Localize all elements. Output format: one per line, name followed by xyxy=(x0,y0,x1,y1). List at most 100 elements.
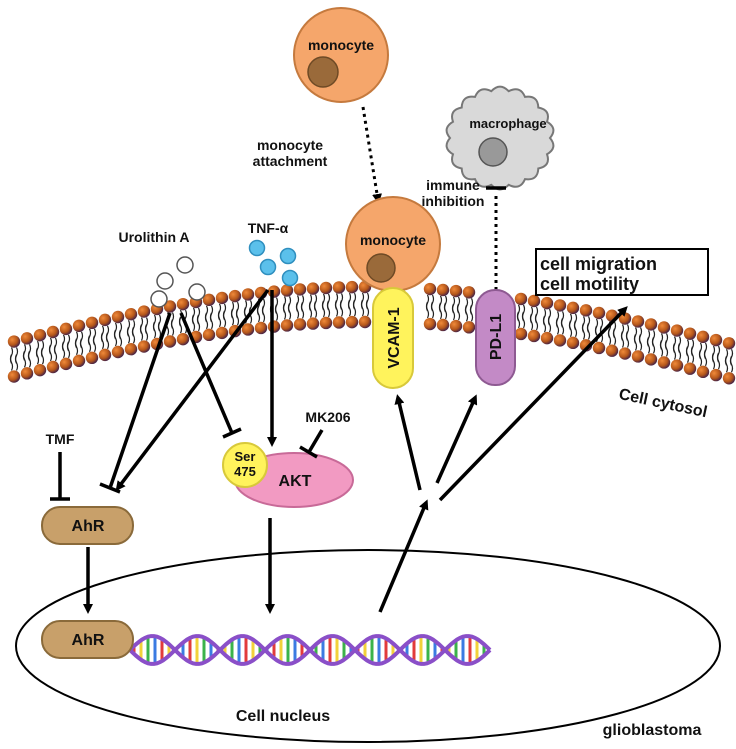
cell-nucleus xyxy=(15,549,721,743)
monocyte-cell-bound: monocyte xyxy=(345,196,441,292)
lipid-tail xyxy=(144,324,149,341)
lipid-head xyxy=(592,306,606,320)
lipid-tail xyxy=(560,318,565,335)
lipid-tail xyxy=(724,355,729,373)
lipid-tail xyxy=(347,299,352,317)
lipid-head xyxy=(293,318,307,331)
lipid-head xyxy=(20,332,34,345)
cell-migration-label: cell migration xyxy=(540,254,657,274)
lipid-head xyxy=(462,321,476,334)
lipid-tail xyxy=(703,349,708,367)
lipid-head xyxy=(605,344,619,357)
lipid-tail xyxy=(646,337,651,354)
lipid-head xyxy=(280,284,294,297)
pdl1-receptor: PD-L1 xyxy=(475,289,516,386)
lipid-tail xyxy=(573,320,578,338)
lipid-head xyxy=(46,325,60,339)
lipid-tail xyxy=(612,328,617,345)
lipid-tail xyxy=(711,352,716,370)
lipid-head xyxy=(540,296,554,310)
tnf-alpha-label: TNF-α xyxy=(248,220,289,236)
lipid-tail xyxy=(430,301,435,319)
lipid-tail xyxy=(222,310,227,328)
lipid-tail xyxy=(40,347,45,365)
lipid-head xyxy=(722,337,736,350)
lipid-head xyxy=(332,281,346,294)
lipid-tail xyxy=(321,300,326,318)
lipid-head xyxy=(423,317,437,331)
lipid-head xyxy=(72,319,86,333)
lipid-tail xyxy=(131,326,136,344)
to-pdl1-arrow xyxy=(435,394,478,484)
lipid-tail xyxy=(14,354,19,371)
lipid-tail xyxy=(191,314,196,332)
lipid-tail xyxy=(677,343,682,360)
lipid-tail xyxy=(352,299,357,317)
lipid-tail xyxy=(22,351,27,368)
lipid-tail xyxy=(170,319,175,336)
lipid-tail xyxy=(295,302,300,319)
ahr-nucleus: AhR xyxy=(41,620,134,659)
lipid-head xyxy=(33,328,47,342)
lipid-head xyxy=(241,323,255,336)
lipid-head xyxy=(722,372,736,385)
lipid-tail xyxy=(9,354,14,371)
lipid-head xyxy=(566,301,580,315)
lipid-head xyxy=(462,286,476,299)
lipid-head xyxy=(644,318,658,331)
lipid-tail xyxy=(118,329,123,347)
lipid-tail xyxy=(157,321,162,339)
lipid-tail xyxy=(300,302,305,319)
lipid-tail xyxy=(287,303,292,320)
lipid-tail xyxy=(139,324,144,341)
lipid-head xyxy=(540,331,554,345)
dna-helix xyxy=(128,634,492,666)
lipid-head xyxy=(657,321,671,334)
lipid-head xyxy=(254,321,268,335)
lipid-tail xyxy=(235,308,240,326)
lipid-tail xyxy=(313,301,318,318)
lipid-tail xyxy=(651,337,656,354)
lipid-head xyxy=(449,284,463,298)
macrophage-label: macrophage xyxy=(469,116,546,131)
lipid-tail xyxy=(425,301,430,319)
lipid-head xyxy=(228,289,242,303)
lipid-tail xyxy=(360,299,365,317)
lipid-tail xyxy=(334,300,339,317)
lipid-tail xyxy=(716,352,721,370)
lipid-tail xyxy=(105,332,110,350)
lipid-tail xyxy=(568,320,573,338)
lipid-tail xyxy=(196,314,201,332)
lipid-tail xyxy=(547,315,552,333)
urolithin-molecules-icon xyxy=(150,256,206,308)
lipid-tail xyxy=(274,304,279,321)
lipid-tail xyxy=(633,334,638,351)
lipid-head xyxy=(670,359,684,372)
monocyte-attachment-label-1: monocyte xyxy=(257,137,323,153)
lipid-tail xyxy=(456,303,461,321)
lipid-head xyxy=(85,316,99,330)
lipid-head xyxy=(267,285,281,298)
to-migration-arrow xyxy=(438,306,628,502)
monocyte-top-label: monocyte xyxy=(308,37,374,53)
lipid-head xyxy=(85,351,99,365)
lipid-head xyxy=(657,356,671,369)
monocyte-attachment-label-2: attachment xyxy=(253,153,328,169)
lipid-tail xyxy=(607,328,612,345)
lipid-head xyxy=(449,319,463,333)
lipid-head xyxy=(280,319,294,332)
lipid-tail xyxy=(542,315,547,333)
lipid-head xyxy=(631,350,645,363)
lipid-tail xyxy=(464,305,469,322)
lipid-head xyxy=(59,322,73,336)
lipid-head xyxy=(631,315,645,328)
lipid-head xyxy=(709,333,723,347)
lipid-tail xyxy=(61,341,66,359)
dna-backbone xyxy=(128,634,492,666)
lipid-tail xyxy=(92,335,97,353)
lipid-head xyxy=(20,367,34,380)
monocyte-cell-top: monocyte xyxy=(293,7,389,103)
tnf-molecules-icon xyxy=(248,239,299,287)
urolithin-a-label: Urolithin A xyxy=(118,229,189,245)
